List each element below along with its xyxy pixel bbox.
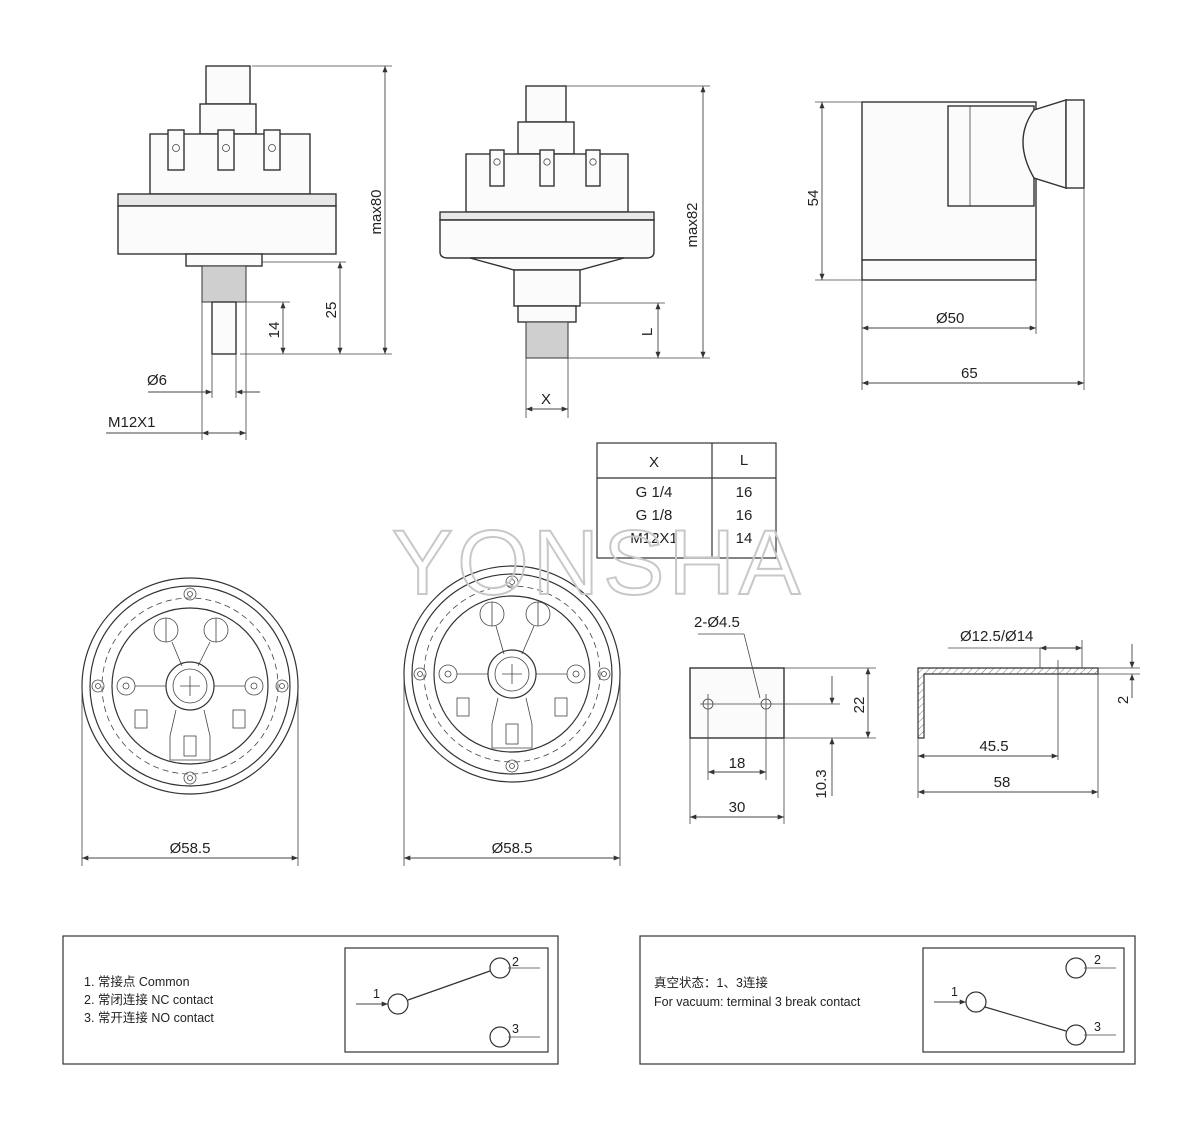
thread-table: X L G 1/4 16 G 1/8 16 M12X1 14 (596, 442, 777, 559)
legend-line: 3. 常开连接 NO contact (84, 1010, 214, 1025)
bracket-front: 2-Ø4.5 22 10.3 18 30 (689, 614, 876, 824)
side3-height-label: 54 (805, 190, 822, 207)
legend-line: For vacuum: terminal 3 break contact (654, 995, 861, 1009)
bracket-offset-label: 10.3 (813, 769, 830, 798)
side1-height-label: max80 (368, 189, 385, 234)
side1-stem-label: 14 (266, 322, 283, 339)
bracket-length-label: 58 (994, 774, 1011, 791)
table-header-x: X (649, 454, 659, 471)
top2-dia-label: Ø58.5 (492, 840, 533, 857)
legend-line: 真空状态：1、3连接 (654, 975, 768, 990)
top-view-1: Ø58.5 (81, 577, 299, 866)
table-cell: M12X1 (630, 530, 678, 547)
bracket-thickness-label: 2 (1115, 696, 1132, 704)
terminal-label: 2 (1094, 953, 1101, 967)
terminal-label: 3 (512, 1022, 519, 1036)
legend-line: 1. 常接点 Common (84, 974, 190, 989)
bracket-holes-label: 2-Ø4.5 (694, 614, 740, 631)
side2-length-label: L (639, 328, 656, 336)
terminal-label: 1 (951, 985, 958, 999)
top1-dia-label: Ø58.5 (170, 840, 211, 857)
bracket-height-label: 22 (851, 697, 868, 714)
side3-width-label: 65 (961, 365, 978, 382)
legend-left: 1. 常接点 Common 2. 常闭连接 NC contact 3. 常开连接… (62, 935, 559, 1065)
side1-stem-dia-label: Ø6 (147, 372, 167, 389)
legend-right: 真空状态：1、3连接 For vacuum: terminal 3 break … (639, 935, 1136, 1065)
side2-thread-label: X (541, 391, 551, 408)
table-cell: G 1/4 (636, 484, 673, 501)
terminal-label: 3 (1094, 1020, 1101, 1034)
side-view-2: max82 L X (439, 85, 710, 418)
bracket-hole-label: Ø12.5/Ø14 (960, 628, 1033, 645)
legend-line: 2. 常闭连接 NC contact (84, 992, 214, 1007)
side2-height-label: max82 (684, 202, 701, 247)
table-cell: 16 (736, 484, 753, 501)
bracket-hole-pos-label: 45.5 (979, 738, 1008, 755)
bracket-spacing-label: 18 (729, 755, 746, 772)
table-cell: 14 (736, 530, 753, 547)
top-view-2: Ø58.5 (403, 565, 621, 866)
side1-thread-label: M12X1 (108, 414, 156, 431)
bracket-side: Ø12.5/Ø14 2 45.5 58 (917, 628, 1140, 798)
terminal-label: 2 (512, 955, 519, 969)
terminal-label: 1 (373, 987, 380, 1001)
side1-depth-label: 25 (323, 302, 340, 319)
watermark: YONSHA (392, 512, 805, 614)
side-view-3: 54 Ø50 65 (805, 99, 1085, 390)
table-cell: 16 (736, 507, 753, 524)
table-header-l: L (740, 452, 748, 469)
side-view-1: max80 25 14 Ø6 M12X1 (106, 65, 392, 440)
side3-dia-label: Ø50 (936, 310, 964, 327)
bracket-width-label: 30 (729, 799, 746, 816)
table-cell: G 1/8 (636, 507, 673, 524)
